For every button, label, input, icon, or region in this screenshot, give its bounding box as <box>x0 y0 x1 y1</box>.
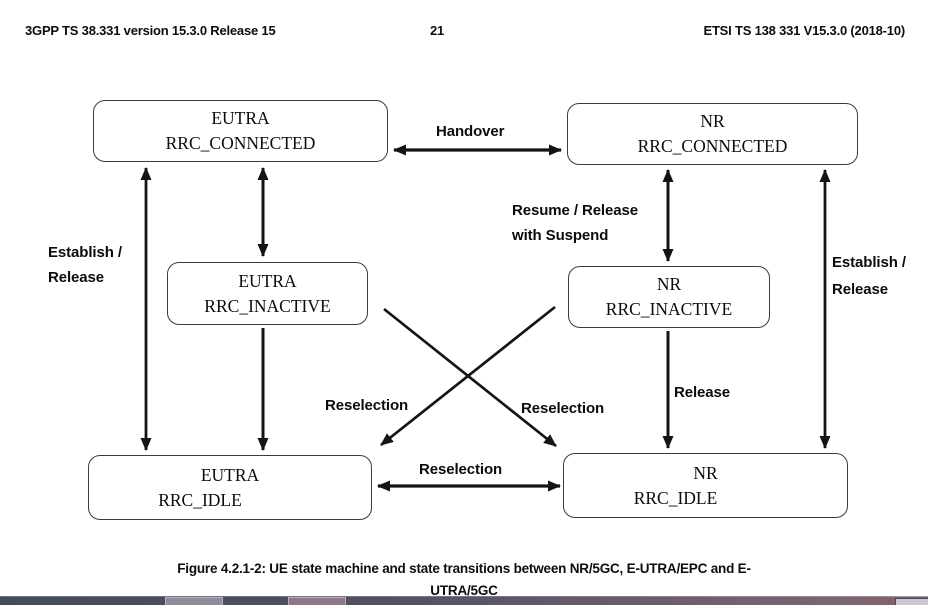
header-etsi-reference: ETSI TS 138 331 V15.3.0 (2018-10) <box>703 23 905 38</box>
state-label: EUTRA <box>238 270 297 291</box>
taskbar-button[interactable] <box>288 597 346 605</box>
state-label: RRC_IDLE <box>633 487 718 508</box>
edge-label-reselection-left: Reselection <box>325 397 409 414</box>
taskbar-button[interactable] <box>165 597 223 605</box>
edge-label-line: Release <box>832 281 889 298</box>
edge-label-line: Establish / <box>48 244 122 261</box>
figure-caption-line2: UTRA/5GC <box>430 583 498 598</box>
state-label: EUTRA <box>200 464 260 485</box>
state-label: RRC_IDLE <box>158 489 242 510</box>
scrollbar-corner[interactable] <box>895 598 928 605</box>
edge-label-release: Release <box>674 384 731 401</box>
edge-label-line: with Suspend <box>512 227 609 244</box>
edge-label-reselection-right: Reselection <box>521 400 605 417</box>
state-label: RRC_INACTIVE <box>605 299 733 319</box>
edge-label-line: Release <box>48 269 105 286</box>
edge-label-reselection-bottom: Reselection <box>419 461 503 478</box>
state-label: NR <box>693 462 718 483</box>
arrow-reselection-eutra-to-nr <box>383 307 557 448</box>
edge-label-handover: Handover <box>436 123 505 140</box>
state-label: NR <box>656 274 682 294</box>
state-box-eutra-rrc-inactive: EUTRA RRC_INACTIVE <box>167 262 368 325</box>
state-label: RRC_CONNECTED <box>637 136 788 156</box>
state-box-nr-rrc-inactive: NR RRC_INACTIVE <box>568 266 770 328</box>
state-label: EUTRA <box>211 108 270 128</box>
window-taskbar-edge <box>0 596 928 605</box>
header-page-number: 21 <box>430 23 445 38</box>
edge-label-resume-release: Resume / Release with Suspend <box>512 198 638 248</box>
state-box-nr-rrc-connected: NR RRC_CONNECTED <box>567 103 858 165</box>
state-label: RRC_INACTIVE <box>204 295 331 316</box>
edge-label-line: Resume / Release <box>512 202 638 219</box>
figure-caption: Figure 4.2.1-2: UE state machine and sta… <box>0 558 928 602</box>
header-spec-title: 3GPP TS 38.331 version 15.3.0 Release 15 <box>25 23 276 38</box>
edge-label-establish-release-right: Establish / Release <box>832 249 906 303</box>
edge-label-line: Establish / <box>832 254 906 271</box>
figure-caption-line1: Figure 4.2.1-2: UE state machine and sta… <box>177 561 751 576</box>
edge-label-establish-release-left: Establish / Release <box>48 240 122 290</box>
state-box-eutra-rrc-idle: EUTRA RRC_IDLE <box>88 455 372 520</box>
state-label: RRC_CONNECTED <box>165 133 316 153</box>
arrow-reselection-nr-to-eutra <box>380 305 556 447</box>
state-box-nr-rrc-idle: NR RRC_IDLE <box>563 453 848 518</box>
state-label: NR <box>700 111 725 131</box>
state-box-eutra-rrc-connected: EUTRA RRC_CONNECTED <box>93 100 388 162</box>
